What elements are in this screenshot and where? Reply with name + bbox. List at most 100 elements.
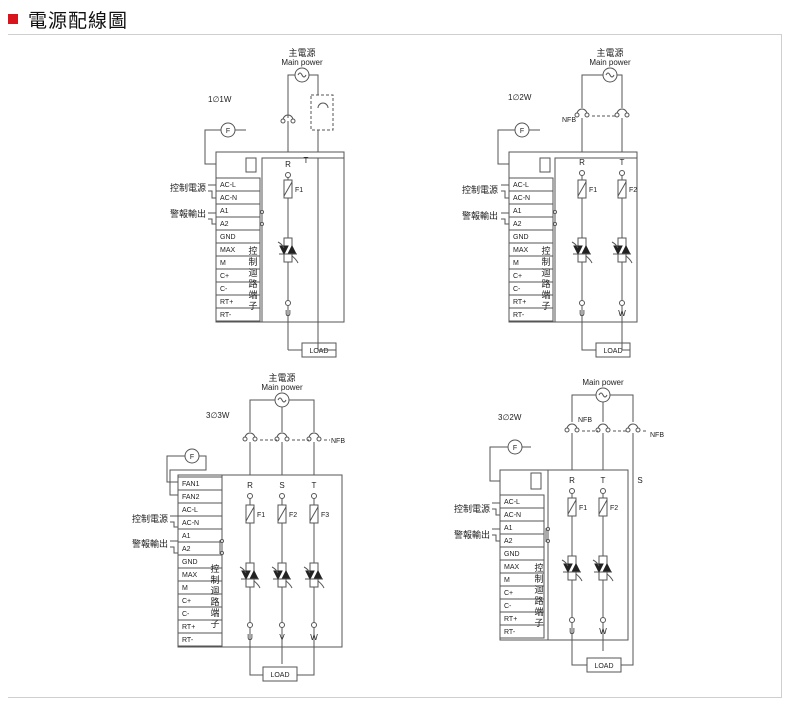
extra-phase-label: S: [637, 476, 642, 485]
main-power-label-en: Main power: [281, 58, 323, 67]
terminal-circle: [553, 210, 557, 214]
control-circuit-terminal-char: 迴: [534, 585, 543, 596]
terminal-label: FAN1: [182, 481, 200, 488]
wire: [166, 455, 185, 483]
breaker-terminal: [252, 436, 258, 442]
fuse-label: F1: [579, 505, 587, 512]
scr-thyristor-icon: [592, 555, 614, 582]
page-title: 電源配線圖: [28, 9, 129, 32]
load-label: LOAD: [270, 672, 289, 679]
terminal-label: RT+: [513, 299, 526, 306]
load-box: [262, 666, 298, 682]
control-power-label: 控制電源: [454, 503, 490, 515]
terminal-circle: [619, 170, 625, 176]
breaker-terminal: [614, 112, 620, 118]
input-terminal-label: R: [285, 160, 291, 169]
wire: [501, 218, 509, 225]
wire: [249, 399, 275, 432]
breaker-terminal: [574, 427, 580, 433]
scr-thyristor-icon: [571, 237, 593, 264]
wire: [492, 508, 500, 516]
breaker-terminal: [280, 118, 286, 124]
fuse-slash: [309, 506, 319, 522]
control-circuit-terminal-char: 子: [210, 619, 219, 630]
diagram-mode-label: 3∅2W: [498, 413, 522, 422]
input-terminal-label: T: [312, 481, 317, 490]
wire: [617, 74, 623, 108]
wire: [317, 158, 336, 351]
alarm-output-label: 警報輸出: [170, 208, 206, 220]
header-rule: [8, 34, 782, 35]
scr-thyristor-icon: [303, 562, 325, 589]
breaker-terminal: [564, 427, 570, 433]
terminal-label: C+: [220, 273, 229, 280]
control-circuit-terminal-char: 路: [248, 278, 257, 290]
terminal-label: AC-N: [182, 520, 199, 527]
terminal-label: A2: [220, 221, 229, 228]
terminal-label: C-: [220, 286, 228, 293]
control-circuit-terminal-char: 控: [541, 245, 550, 257]
input-terminal-label: T: [620, 158, 625, 167]
terminal-label: M: [182, 585, 188, 592]
terminal-cell: [499, 624, 545, 639]
control-circuit-terminal-char: 端: [248, 289, 257, 301]
scr-gate: [277, 241, 299, 264]
wire: [208, 190, 216, 199]
terminal-label: RT-: [220, 312, 232, 319]
terminal-label: MAX: [220, 247, 236, 254]
terminal-circle: [311, 493, 317, 499]
alarm-output-label: 警報輸出: [454, 529, 490, 541]
control-circuit-terminal-char: 制: [541, 256, 550, 268]
power-section: [547, 469, 629, 641]
wire: [621, 306, 630, 351]
terminal-label: A1: [513, 208, 522, 215]
wire: [249, 628, 263, 676]
sine-wave-icon: [277, 397, 287, 403]
wire: [309, 74, 319, 95]
terminal-label: GND: [182, 559, 198, 566]
terminal-label: AC-L: [513, 182, 529, 189]
terminal-circle: [285, 300, 291, 306]
main-power-label-cn: 主電源: [596, 47, 623, 59]
terminal-cell: [177, 632, 223, 647]
wire: [170, 546, 178, 554]
cooling-fan-relay-box: [310, 94, 334, 131]
frame-right-rule: [781, 34, 782, 698]
terminal-label: RT+: [504, 616, 517, 623]
terminal-circle: [247, 493, 253, 499]
terminal-label: C+: [513, 273, 522, 280]
scr-gate: [239, 566, 261, 589]
scr-thyristor-icon: [239, 562, 261, 589]
main-power-label-en: Main power: [582, 378, 624, 387]
main-power-label-en: Main power: [589, 58, 631, 67]
terminal-circle: [260, 222, 264, 226]
sine-wave-icon: [605, 72, 615, 78]
control-circuit-terminal-char: 迴: [248, 268, 257, 279]
scr-diode: [613, 245, 623, 256]
control-circuit-terminal-char: 端: [541, 289, 550, 301]
scr-diode: [273, 570, 283, 581]
terminal-circle: [579, 300, 585, 306]
control-circuit-terminal-char: 子: [248, 301, 257, 312]
control-circuit-terminal-char: 路: [541, 278, 550, 290]
fuse-label: F2: [610, 505, 618, 512]
wire: [581, 306, 596, 351]
terminal-label: MAX: [182, 572, 198, 579]
terminal-circle: [600, 488, 606, 494]
fan-connector: [539, 157, 551, 173]
scr-gate: [571, 241, 593, 264]
terminal-circle: [553, 222, 557, 226]
terminal-circle: [279, 493, 285, 499]
terminal-label: AC-N: [513, 195, 530, 202]
control-circuit-terminal-char: 路: [534, 595, 543, 607]
breaker-terminal: [574, 112, 580, 118]
terminal-cell: [508, 307, 554, 322]
fuse-slash: [577, 181, 587, 197]
scr-gate: [592, 559, 614, 582]
fuse-slash: [617, 181, 627, 197]
control-power-label: 控制電源: [170, 182, 206, 194]
main-power-label-cn: 主電源: [268, 372, 295, 384]
scr-thyristor-icon: [611, 237, 633, 264]
